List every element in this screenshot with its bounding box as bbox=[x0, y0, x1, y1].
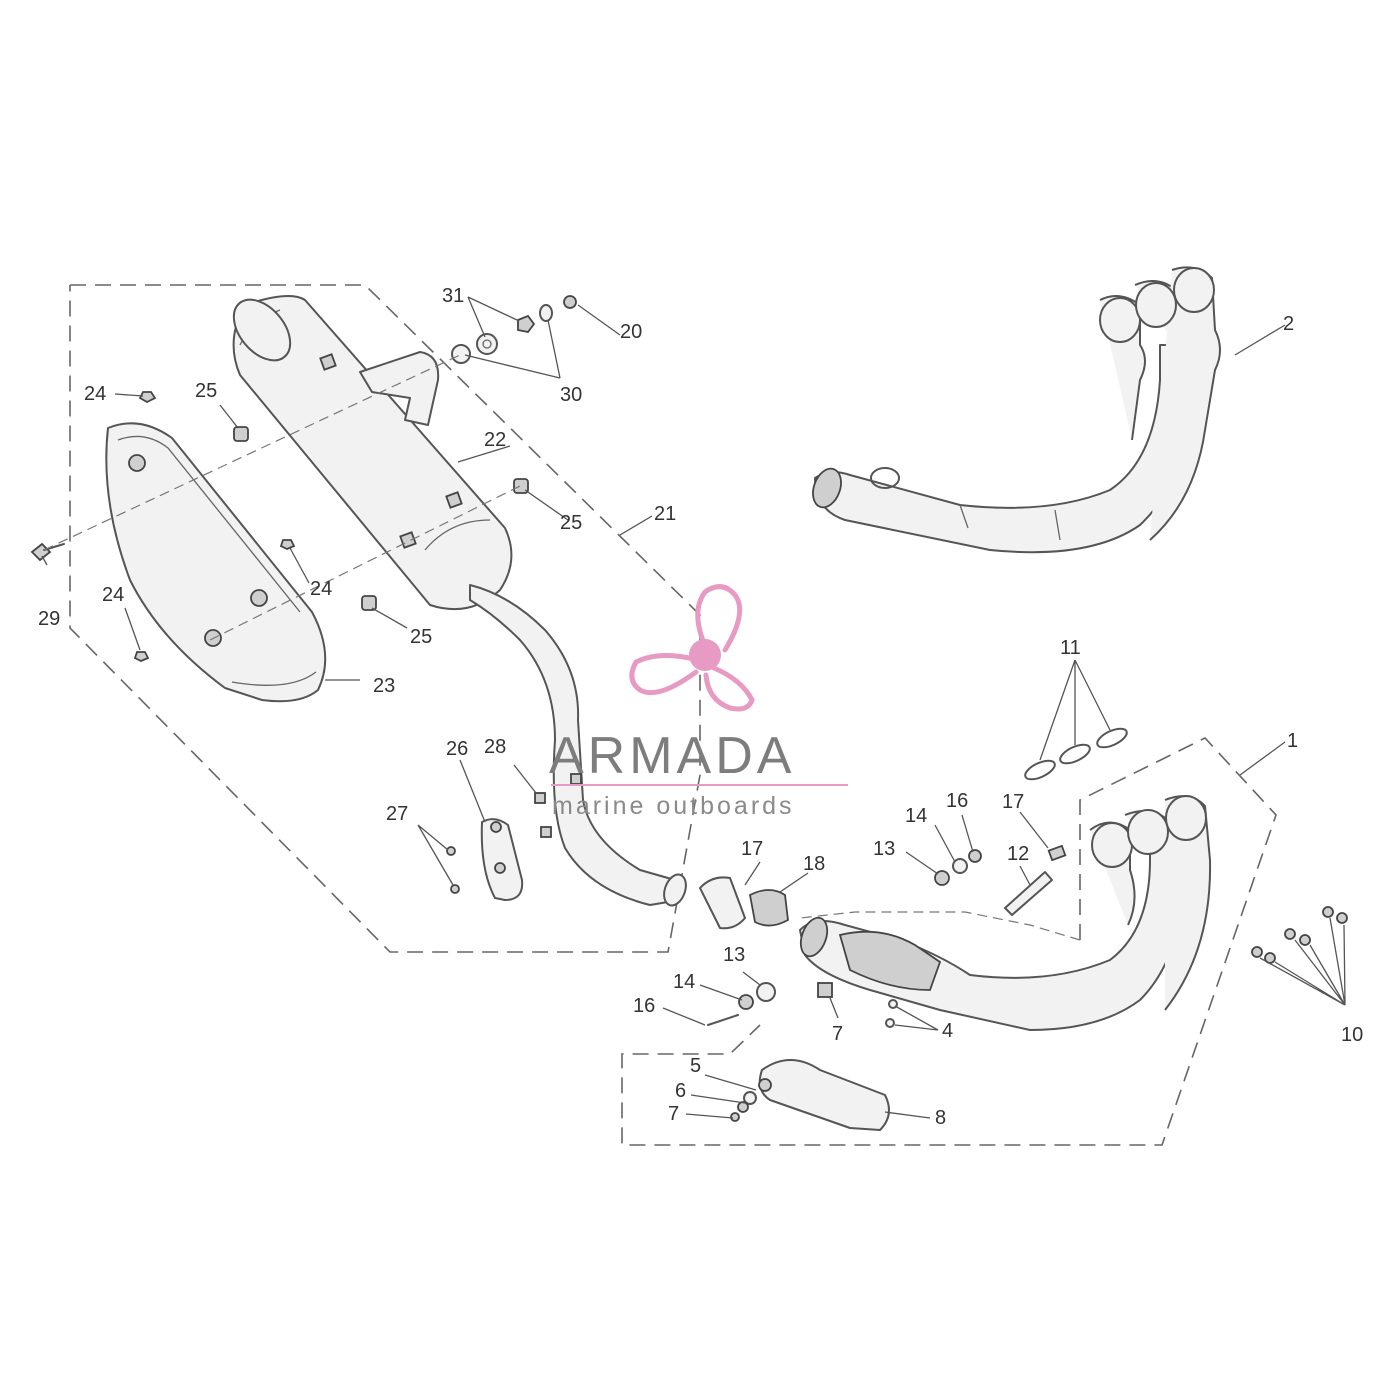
lower-hardware bbox=[707, 982, 898, 1028]
callout-label: 1 bbox=[1287, 730, 1298, 752]
bracket-26 bbox=[446, 773, 582, 901]
muffler-22 bbox=[232, 295, 687, 907]
callout-label: 30 bbox=[560, 384, 582, 406]
bolt-29 bbox=[30, 542, 65, 562]
gaskets-11 bbox=[1024, 727, 1128, 781]
callout-label: 4 bbox=[942, 1020, 953, 1042]
callout-label: 11 bbox=[1060, 637, 1081, 659]
heat-shield-23 bbox=[105, 422, 327, 703]
assembly-boundaries bbox=[69, 284, 1277, 1146]
callout-label: 6 bbox=[675, 1080, 686, 1102]
nuts-10 bbox=[1251, 906, 1348, 964]
cover-8 bbox=[730, 1059, 890, 1131]
exhaust-header-2 bbox=[812, 266, 1221, 554]
callout-label: 25 bbox=[195, 380, 217, 402]
callout-label: 24 bbox=[84, 383, 106, 405]
leader-lines bbox=[41, 296, 1346, 1119]
callout-label: 17 bbox=[1002, 791, 1024, 813]
callout-label: 2 bbox=[1283, 313, 1294, 335]
hardware-20-30-31 bbox=[451, 295, 577, 364]
callout-label: 13 bbox=[873, 838, 895, 860]
grommets-24 bbox=[133, 391, 296, 662]
callout-label: 10 bbox=[1341, 1024, 1363, 1046]
mounting-axis-lines bbox=[43, 354, 521, 641]
callout-label: 27 bbox=[386, 803, 408, 825]
callout-label: 16 bbox=[946, 790, 968, 812]
callout-label: 12 bbox=[1007, 843, 1029, 865]
brand-tagline: marine outboards bbox=[552, 792, 795, 820]
callout-label: 7 bbox=[668, 1103, 679, 1125]
callout-label: 8 bbox=[935, 1107, 946, 1129]
callout-label: 26 bbox=[446, 738, 468, 760]
sensor-and-hardware bbox=[934, 844, 1067, 916]
callout-label: 25 bbox=[560, 512, 582, 534]
exhaust-header-1 bbox=[799, 795, 1212, 1031]
callout-label: 16 bbox=[633, 995, 655, 1017]
joint-parts-17-18 bbox=[699, 876, 789, 930]
callout-label: 24 bbox=[102, 584, 124, 606]
callout-label: 5 bbox=[690, 1055, 701, 1077]
callout-label: 28 bbox=[484, 736, 506, 758]
callout-label: 29 bbox=[38, 608, 60, 630]
callout-labels: 2 1 11 10 17 12 13 14 16 17 15 17 18 13 … bbox=[38, 285, 1363, 1129]
callout-label: 24 bbox=[310, 578, 332, 600]
callout-label: 23 bbox=[373, 675, 395, 697]
callout-label: 21 bbox=[654, 503, 676, 525]
propeller-logo-icon bbox=[629, 584, 755, 712]
callout-label: 25 bbox=[410, 626, 432, 648]
callout-label: 31 bbox=[442, 285, 464, 307]
callout-label: 22 bbox=[484, 429, 506, 451]
callout-label: 13 bbox=[723, 944, 745, 966]
callout-label: 14 bbox=[905, 805, 927, 827]
armada-watermark: ARMADA marine outboards bbox=[549, 584, 848, 820]
rubber-mounts-25 bbox=[233, 426, 529, 611]
header-flange-boundary bbox=[799, 911, 1081, 941]
muffler-assembly-boundary bbox=[69, 284, 701, 953]
callout-label: 7 bbox=[832, 1023, 843, 1045]
header-assembly-boundary bbox=[621, 737, 1277, 1146]
callout-label: 20 bbox=[620, 321, 642, 343]
callout-label: 14 bbox=[673, 971, 695, 993]
brand-name: ARMADA bbox=[549, 727, 795, 785]
callout-label: 17 bbox=[741, 838, 763, 860]
callout-label: 18 bbox=[803, 853, 825, 875]
